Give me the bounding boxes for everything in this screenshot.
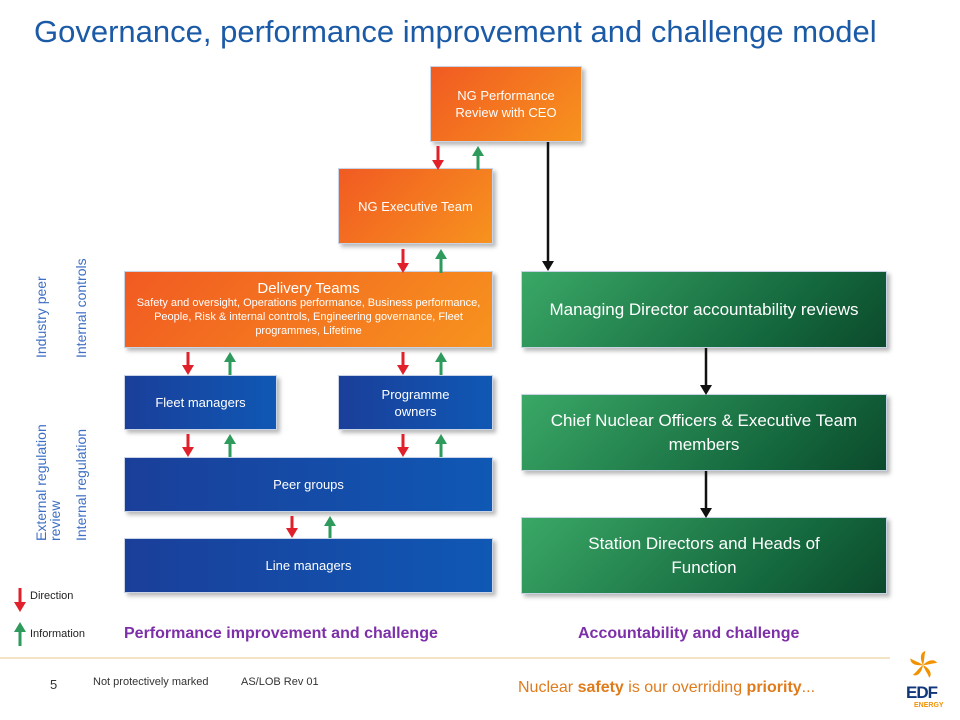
fleet-managers-label: Fleet managers (155, 395, 246, 410)
station-directors-box: Station Directors and Heads of Function (521, 517, 887, 594)
delivery-teams-box: Delivery Teams Safety and oversight, Ope… (124, 271, 493, 348)
information-arrow-icon (435, 249, 447, 273)
legend-information-label: Information (30, 628, 86, 640)
edf-logo-subtext: ENERGY (914, 702, 944, 709)
delivery-teams-description: Safety and oversight, Operations perform… (136, 297, 481, 337)
line-managers-box: Line managers (124, 538, 493, 593)
information-arrow-icon (224, 434, 236, 457)
page-number: 5 (50, 677, 58, 692)
ng-performance-review-label: NG Performance Review with CEO (455, 88, 557, 120)
direction-arrow-icon (397, 434, 409, 457)
ng-performance-review-box: NG Performance Review with CEO (430, 66, 582, 142)
cno-exec-team-label: Chief Nuclear Officers & Executive Team … (550, 410, 858, 454)
slogan: Nuclear safety is our overriding priorit… (518, 679, 815, 697)
slogan-ellipsis: ... (801, 679, 816, 696)
ng-executive-team-label: NG Executive Team (358, 198, 473, 214)
direction-arrow-icon (182, 434, 194, 457)
peer-groups-label: Peer groups (273, 477, 344, 492)
accountability-connectors (542, 142, 712, 518)
slogan-part-1: Nuclear (518, 679, 578, 696)
edf-logo-text: EDF (906, 683, 938, 702)
information-arrow-icon (435, 352, 447, 375)
md-accountability-label: Managing Director accountability reviews (549, 299, 859, 319)
direction-arrow-icon (397, 352, 409, 375)
information-arrow-icon (324, 516, 336, 538)
line-managers-label: Line managers (265, 558, 352, 573)
md-accountability-box: Managing Director accountability reviews (521, 271, 887, 348)
information-arrow-icon (224, 352, 236, 375)
right-section-heading: Accountability and challenge (578, 625, 800, 642)
document-reference: AS/LOB Rev 01 (241, 676, 319, 688)
legend-icons (14, 588, 26, 646)
fleet-managers-box: Fleet managers (124, 375, 277, 430)
legend-information-arrow-icon (14, 622, 26, 646)
delivery-teams-title: Delivery Teams (257, 280, 360, 297)
programme-owners-label: Programme owners (381, 386, 450, 419)
ng-executive-team-box: NG Executive Team (338, 168, 493, 244)
direction-arrow-icon (286, 516, 298, 538)
programme-owners-box: Programme owners (338, 375, 493, 430)
peer-groups-box: Peer groups (124, 457, 493, 512)
information-arrow-icon (435, 434, 447, 457)
information-arrow-icon (472, 146, 484, 170)
direction-arrow-icon (182, 352, 194, 375)
slogan-safety: safety (577, 679, 624, 696)
slogan-priority: priority (746, 679, 802, 696)
slogan-part-2: is our overriding (623, 679, 747, 696)
protective-marking: Not protectively marked (93, 676, 209, 688)
direction-arrow-icon (397, 249, 409, 273)
arrows-up-green (224, 146, 484, 538)
legend-direction-label: Direction (30, 590, 74, 602)
arrows-down-red (182, 146, 444, 538)
left-section-heading: Performance improvement and challenge (124, 625, 438, 642)
page-title: Governance, performance improvement and … (34, 14, 877, 49)
direction-arrow-icon (432, 146, 444, 170)
station-directors-label: Station Directors and Heads of Function (588, 533, 820, 577)
cno-exec-team-box: Chief Nuclear Officers & Executive Team … (521, 394, 887, 471)
legend-direction-arrow-icon (14, 588, 26, 612)
